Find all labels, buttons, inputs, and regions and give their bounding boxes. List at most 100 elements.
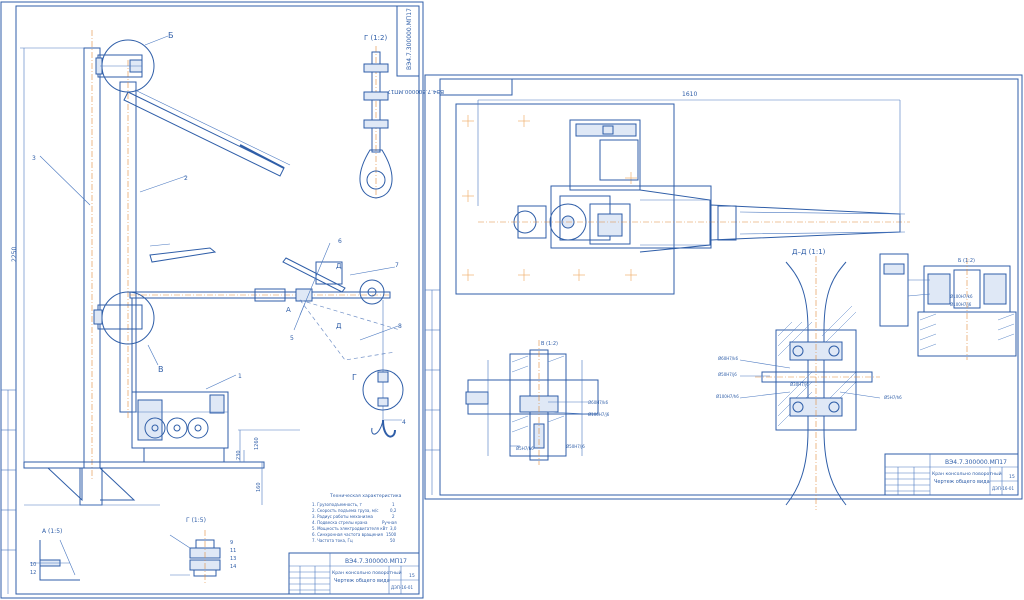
callout-6: 6 bbox=[338, 238, 342, 245]
view-g-title: Г (1:2) bbox=[364, 34, 387, 42]
sheet-2-code-rotated: ВЭ4.7.300000.МП17 bbox=[387, 88, 444, 94]
sheet-2-margin-strip bbox=[425, 289, 440, 495]
tech-value-1: 1 bbox=[392, 502, 395, 507]
sheet-1-inner-border bbox=[15, 5, 420, 595]
tech-line-6: 6. Синхронная частота вращения bbox=[312, 532, 383, 537]
section-dd-fit-4: Ø5Н7/h6 bbox=[884, 395, 902, 400]
hoist-gearbox bbox=[131, 391, 229, 463]
callout-5: 5 bbox=[290, 335, 294, 342]
tech-line-1: 1. Грузоподъемность, т bbox=[312, 502, 363, 507]
view-gg-detail bbox=[169, 530, 221, 585]
section-dd bbox=[739, 256, 881, 510]
callout-7: 7 bbox=[395, 262, 399, 269]
sheet-1-outer-border bbox=[0, 1, 424, 599]
section-dd-title: Д–Д (1:1) bbox=[792, 248, 826, 256]
dim-3-label: 160 bbox=[256, 482, 262, 492]
sheet-2-sheet-mark: 15 bbox=[1009, 474, 1015, 480]
view-a-detail bbox=[30, 539, 80, 581]
view-gg-callout-11: 11 bbox=[230, 548, 236, 554]
sheet-1: ВЭ4.7.300000.МП17 bbox=[0, 1, 424, 599]
view-b-detail bbox=[879, 253, 1017, 360]
dim-1-label: 1260 bbox=[254, 437, 260, 450]
plan-view bbox=[455, 99, 910, 295]
view-g-detail bbox=[359, 46, 393, 200]
tech-line-3: 3. Радиус работы механизма bbox=[312, 514, 373, 519]
label-v: В bbox=[158, 365, 164, 374]
sheet-2-code-stamp bbox=[439, 78, 513, 96]
view-v-title: В (1:2) bbox=[541, 341, 558, 347]
view-gg-callout-9: 9 bbox=[230, 540, 233, 546]
tech-line-2: 2. Скорость подъема груза, м/с bbox=[312, 508, 378, 513]
boom-arm bbox=[93, 243, 391, 345]
callout-1: 1 bbox=[238, 373, 242, 380]
tech-title: Техническая характеристика bbox=[329, 493, 402, 499]
view-b-fit-2: Ø100Н7/j6 bbox=[950, 302, 972, 307]
sheet-2-title-block bbox=[884, 453, 1019, 496]
sheet-1-title-sub: Чертеж общего вида bbox=[334, 578, 390, 584]
section-dd-fit-3: Ø100Н7/h6 bbox=[716, 394, 739, 399]
trolley-handle bbox=[282, 257, 385, 305]
hook-assembly bbox=[362, 300, 404, 438]
leader-lines bbox=[39, 35, 402, 421]
tech-characteristics: Техническая характеристика 1. Грузоподъе… bbox=[312, 493, 402, 543]
upper-support-b bbox=[95, 39, 155, 93]
sheet-1-title-code: ВЭ4.7.300000.МП17 bbox=[345, 558, 407, 565]
sheet-1-title-block bbox=[288, 552, 420, 595]
view-v-fit-3: Ø5Н7/h6 bbox=[516, 446, 534, 451]
view-v-fit-1: Ø60Н7/k6 bbox=[588, 400, 608, 405]
dimensions bbox=[20, 47, 300, 505]
tech-line-7: 7. Частота тока, Гц bbox=[312, 538, 353, 543]
tech-value-4: Ручная bbox=[382, 520, 397, 525]
label-g: Г bbox=[352, 373, 357, 382]
dim-2-label: 230 bbox=[236, 450, 242, 460]
tech-value-6: 1500 bbox=[386, 532, 397, 537]
view-a-callout-10: 10 bbox=[30, 562, 36, 568]
tech-line-4: 4. Подвеска стрелы крана bbox=[312, 520, 368, 525]
swing-path bbox=[299, 299, 401, 361]
sheet-1-org: ДЭП-16-01 bbox=[391, 585, 413, 590]
callout-2: 2 bbox=[184, 175, 188, 182]
view-v-fit-2: Ø100Н7/j6 bbox=[588, 412, 610, 417]
view-v-detail bbox=[465, 340, 599, 465]
view-v-fit-4: Ø50Н7/j6 bbox=[566, 444, 585, 449]
tie-rod bbox=[123, 89, 291, 177]
tech-line-5: 5. Мощность электродвигателя кВт bbox=[312, 526, 388, 531]
section-dd-fit-2: Ø50Н7/j6 bbox=[718, 372, 737, 377]
column bbox=[23, 30, 265, 506]
sheet-1-code-stamp bbox=[396, 5, 420, 77]
sheet-2-outer-border bbox=[424, 74, 1023, 500]
callout-4: 4 bbox=[402, 419, 406, 426]
tech-value-3: 2 bbox=[392, 514, 395, 519]
view-gg-callout-14: 14 bbox=[230, 564, 236, 570]
label-b: Б bbox=[168, 31, 174, 40]
view-gg-callout-13: 13 bbox=[230, 556, 236, 562]
tech-value-7: 50 bbox=[390, 538, 396, 543]
sheet-2-title-sub: Чертеж общего вида bbox=[934, 479, 990, 485]
label-a: А bbox=[286, 306, 291, 314]
sheet-1-title-name: Кран консольно поворотный bbox=[332, 569, 402, 576]
view-b-fit-1: Ø100Н7/k6 bbox=[950, 294, 973, 299]
sheet-1-margin-strip bbox=[1, 389, 16, 594]
callout-3: 3 bbox=[32, 155, 36, 162]
plan-dim-top: 1610 bbox=[682, 91, 697, 98]
section-dd-fit-5: Ø30Н7/j6 bbox=[790, 382, 809, 387]
sheet-1-sheet-mark: 15 bbox=[409, 573, 415, 579]
label-d-top: Д bbox=[336, 262, 342, 270]
dim-height-label: 2250 bbox=[11, 247, 18, 262]
section-dd-fit-1: Ø60Н7/k6 bbox=[718, 356, 738, 361]
sheet-2: ВЭ4.7.300000.МП17 bbox=[387, 74, 1023, 510]
sheet-1-code-rotated: ВЭ4.7.300000.МП17 bbox=[406, 8, 413, 70]
sheet-2-inner-border bbox=[439, 78, 1019, 496]
view-a-callout-12: 12 bbox=[30, 570, 36, 576]
sheet-2-title-name: Кран консольно поворотный bbox=[932, 470, 1002, 477]
view-gg-title: Г (1:5) bbox=[186, 517, 206, 524]
sheet-2-org: ДЭП-16-01 bbox=[992, 486, 1014, 491]
callout-8: 8 bbox=[398, 323, 402, 330]
view-a-title: А (1:5) bbox=[42, 528, 62, 535]
label-d-bottom: Д bbox=[336, 322, 342, 330]
sheet-2-title-code: ВЭ4.7.300000.МП17 bbox=[945, 459, 1007, 466]
tech-value-5: 3,0 bbox=[390, 526, 397, 531]
view-b-title: Б (1:2) bbox=[958, 258, 975, 264]
tech-value-2: 0,2 bbox=[390, 508, 397, 513]
